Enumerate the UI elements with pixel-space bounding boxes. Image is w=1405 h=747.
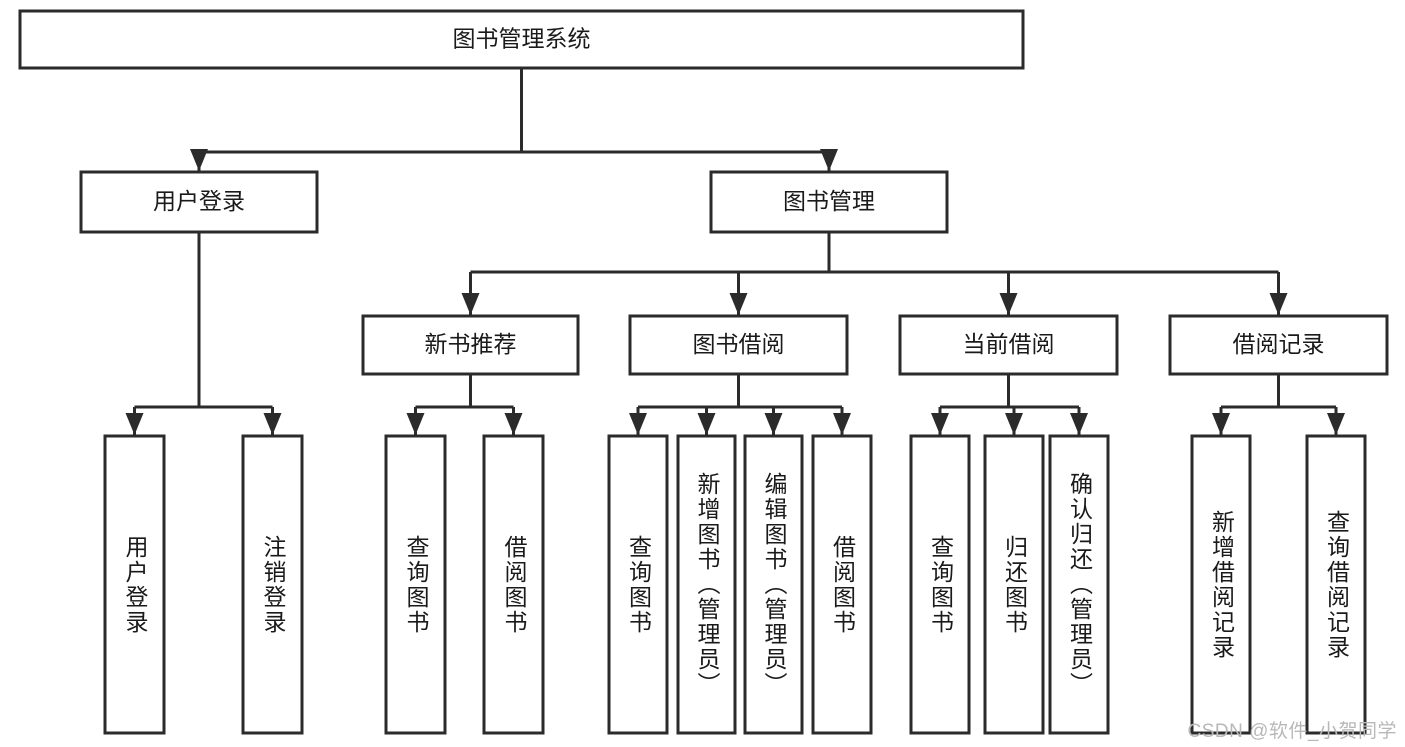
node-level2-0-label: 用户登录	[153, 188, 245, 214]
node-leaf-5[interactable]	[676, 434, 737, 735]
node-leaf-7[interactable]	[811, 434, 873, 735]
conn-root-arrow-1	[820, 149, 838, 171]
conn-borrow-arrow-3	[833, 413, 851, 435]
node-leaf-0[interactable]	[103, 434, 166, 735]
conn-bookmgmt-arrow-0	[461, 293, 480, 315]
node-level3-0[interactable]	[361, 314, 580, 376]
conn-bookmgmt-arrow-2	[999, 293, 1018, 315]
conn-record-arrow-1	[1327, 413, 1345, 435]
conn-borrow-arrow-2	[764, 413, 783, 435]
conn-newbook-arrow-1	[504, 413, 523, 435]
conn-record-arrow-0	[1212, 413, 1230, 435]
node-leaf-2[interactable]	[384, 434, 447, 735]
conn-current-arrow-0	[931, 413, 949, 435]
conn-bookmgmt-arrow-3	[1269, 293, 1288, 315]
conn-current-arrow-2	[1070, 413, 1088, 435]
node-level3-1-label: 图书借阅	[693, 331, 785, 357]
node-level3-3-label: 借阅记录	[1233, 331, 1325, 357]
conn-current-arrow-1	[1005, 413, 1023, 435]
conn-userlogin-arrow-1	[263, 413, 282, 435]
node-boxes	[18, 9, 1389, 735]
conn-borrow-arrow-1	[697, 413, 716, 435]
node-level3-0-label: 新书推荐	[425, 331, 517, 357]
conn-bookmgmt-arrow-1	[729, 293, 748, 315]
node-level3-1[interactable]	[628, 314, 849, 376]
node-level2-1[interactable]	[709, 170, 949, 234]
watermark-text: CSDN @软件_小贺同学	[1187, 721, 1397, 742]
node-leaf-6[interactable]	[743, 434, 804, 735]
node-level3-2-label: 当前借阅	[963, 331, 1055, 357]
connector-lines	[125, 68, 1345, 435]
node-leaf-12[interactable]	[1305, 434, 1367, 735]
node-leaf-1[interactable]	[241, 434, 304, 735]
conn-root-arrow-0	[190, 149, 208, 171]
node-level2-0[interactable]	[79, 170, 319, 234]
conn-newbook-arrow-0	[406, 413, 425, 435]
node-leaf-9[interactable]	[983, 434, 1045, 735]
node-level2-1-label: 图书管理	[783, 188, 875, 214]
node-leaf-10[interactable]	[1048, 434, 1110, 735]
node-leaf-8[interactable]	[909, 434, 971, 735]
node-leaf-3[interactable]	[482, 434, 545, 735]
node-leaf-11[interactable]	[1190, 434, 1252, 735]
node-root-node-e59bbee4b9a6e7aea1e79086[interactable]	[18, 9, 1025, 70]
node-leaf-4[interactable]	[607, 434, 669, 735]
node-level3-3[interactable]	[1168, 314, 1389, 376]
conn-userlogin-arrow-0	[125, 413, 144, 435]
node-level3-2[interactable]	[898, 314, 1119, 376]
node-root-node-e59bbee4b9a6e7aea1e79086-label: 图书管理系统	[453, 26, 591, 52]
conn-borrow-arrow-0	[629, 413, 647, 435]
